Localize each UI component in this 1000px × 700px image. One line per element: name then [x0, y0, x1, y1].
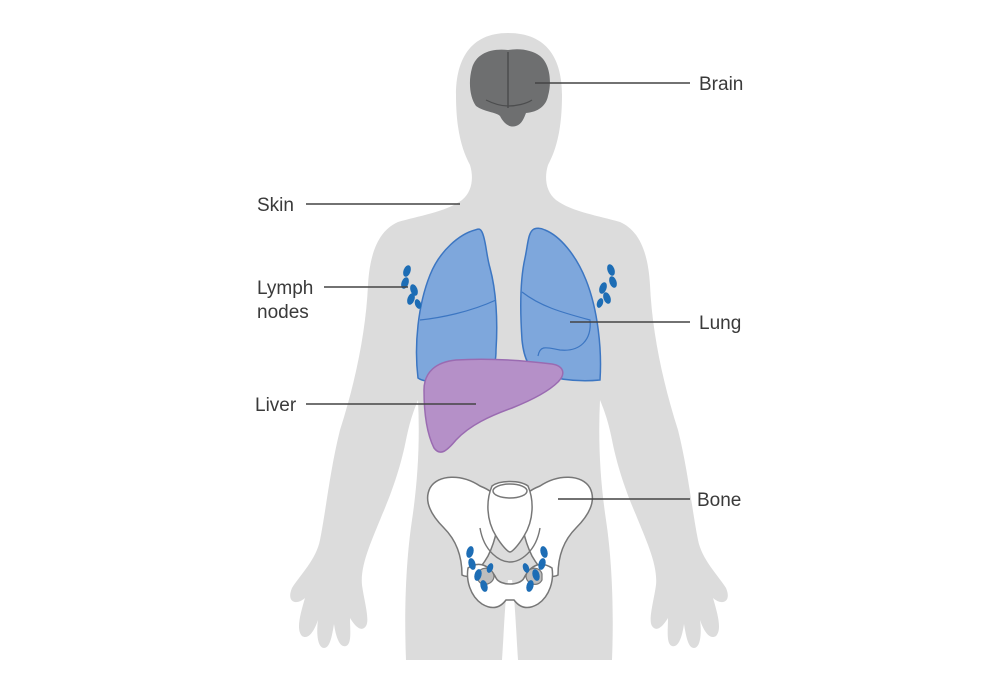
bone-label: Bone	[697, 490, 741, 511]
lymph-node	[410, 284, 418, 296]
brain-shape	[469, 49, 550, 127]
brain-lobe-line	[485, 99, 533, 107]
lungs-organ	[415, 227, 602, 383]
liver-label: Liver	[255, 395, 297, 416]
body-silhouette	[290, 33, 728, 660]
lymph-node	[599, 282, 607, 294]
lymph-node	[486, 563, 494, 573]
lymph-node	[607, 264, 615, 276]
lymph-nodes-right-axilla	[596, 264, 617, 308]
skin-label: Skin	[257, 195, 294, 216]
lymph-node	[603, 292, 611, 304]
lymph-nodes-left-axilla	[401, 265, 422, 309]
lymph-node	[401, 277, 409, 289]
lymph-node	[538, 558, 546, 570]
body-outline	[290, 33, 728, 660]
lymph-node	[474, 569, 482, 581]
pelvis-bone	[426, 476, 594, 609]
lymph-node	[407, 293, 415, 305]
lymph-node	[596, 298, 604, 308]
left-lung-fissure	[419, 299, 497, 321]
lung-label: Lung	[699, 313, 741, 334]
right-lung	[520, 227, 602, 382]
lymph-node	[522, 563, 530, 573]
leader-lines	[306, 82, 690, 500]
pelvic-inlet	[479, 527, 541, 563]
lymph-node	[532, 569, 540, 581]
organ-labels: Brain Skin Lymph nodes Lung Liver Bone	[255, 74, 743, 511]
lymph-nodes-label-line1: Lymph	[257, 278, 313, 299]
liver-organ	[423, 358, 564, 453]
lymph-node	[466, 546, 474, 558]
lymph-node	[403, 265, 411, 277]
sacrum-top	[492, 483, 528, 499]
right-lung-fissure	[521, 291, 591, 357]
lymph-node	[414, 299, 422, 309]
brain-label: Brain	[699, 74, 743, 95]
sacrum	[487, 480, 533, 553]
lymph-node	[609, 276, 617, 288]
lymph-node	[526, 580, 534, 592]
lymph-node	[468, 558, 476, 570]
lymph-nodes-pelvic	[466, 546, 548, 592]
brain-organ	[469, 49, 550, 127]
lymph-node	[540, 546, 548, 558]
lymph-nodes-group	[401, 264, 617, 309]
lymph-nodes-label-line2: nodes	[257, 302, 309, 323]
liver-shape	[423, 358, 564, 453]
lymph-node	[480, 580, 488, 592]
